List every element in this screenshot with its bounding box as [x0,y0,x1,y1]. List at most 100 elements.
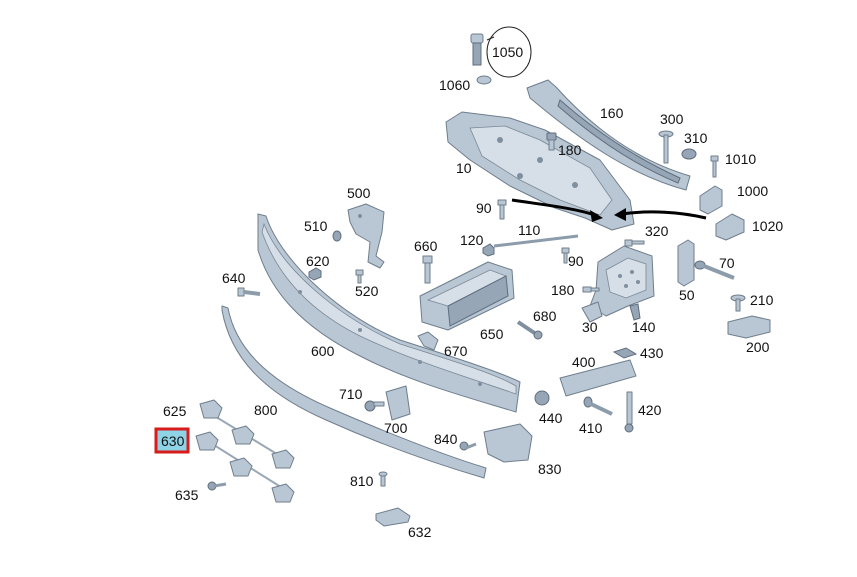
callout-510[interactable]: 510 [304,218,328,234]
part-830-bracket [483,423,533,463]
callout-630[interactable]: 630 [161,433,185,449]
part-500-bracket [347,203,385,269]
callout-140[interactable]: 140 [632,319,656,335]
part-810-screw [378,471,388,487]
callout-10[interactable]: 10 [456,160,472,176]
part-180-bolt [546,132,557,151]
callout-1060[interactable]: 1060 [439,77,470,93]
part-420-bolt [624,391,634,433]
part-840-bolt [459,441,477,451]
callout-710[interactable]: 710 [339,386,363,402]
callout-labels: 1050 1060 160 300 310 180 1010 10 1000 9… [161,44,783,540]
part-680-bolt [516,320,543,340]
callout-90-lower[interactable]: 90 [568,253,584,269]
part-510-washer [332,230,342,242]
part-1010-screw [710,155,719,178]
callout-180-lower[interactable]: 180 [551,282,575,298]
callout-1020[interactable]: 1020 [752,218,783,234]
callout-1000[interactable]: 1000 [737,183,768,199]
part-10-carrier [445,111,635,231]
callout-840[interactable]: 840 [434,431,458,447]
callout-200[interactable]: 200 [746,339,770,355]
part-620-nut [308,267,322,281]
part-625-harness [199,399,295,469]
part-320-screw [624,239,645,247]
part-200-bracket [727,315,771,339]
callout-650[interactable]: 650 [480,326,504,342]
callout-440[interactable]: 440 [539,410,563,426]
part-670-clip [417,331,439,351]
part-635-bolt [207,481,227,491]
part-410-bolt [583,396,613,416]
callout-410[interactable]: 410 [579,420,603,436]
callout-50[interactable]: 50 [679,287,695,303]
part-400-tube [559,359,637,397]
part-1000-clip [699,185,723,215]
callout-800[interactable]: 800 [254,402,278,418]
part-1060-bolt [470,33,492,85]
part-430-clip [612,347,638,359]
part-210-bolt [730,294,746,312]
callout-830[interactable]: 830 [538,461,562,477]
callout-1050-circle [486,26,532,78]
part-650-crashbox [419,261,515,331]
callout-810[interactable]: 810 [350,473,374,489]
callout-30[interactable]: 30 [582,319,598,335]
callout-500[interactable]: 500 [347,185,371,201]
callout-1010[interactable]: 1010 [725,151,756,167]
part-70-bolt [694,260,735,280]
part-300-bolt [658,130,674,164]
callout-640[interactable]: 640 [222,270,246,286]
callout-180[interactable]: 180 [558,142,582,158]
callout-210[interactable]: 210 [750,292,774,308]
callout-670[interactable]: 670 [444,343,468,359]
part-90-screw [497,199,507,220]
part-520-screw [355,269,364,284]
callout-310[interactable]: 310 [684,130,708,146]
callout-660[interactable]: 660 [414,238,438,254]
arrowhead-left [590,210,603,222]
callout-520[interactable]: 520 [355,283,379,299]
leader-line [486,36,495,41]
callout-1050[interactable]: 1050 [492,44,523,60]
part-660-bolt [422,255,433,284]
part-30-block [581,245,655,323]
part-180b-bolt [582,286,600,293]
part-310-nut [681,148,697,160]
callout-700[interactable]: 700 [384,420,408,436]
part-110-rod [493,234,579,248]
callout-160[interactable]: 160 [600,105,624,121]
part-800-strip [221,305,487,479]
part-120-nut [482,243,495,257]
part-140-clip [629,303,641,321]
callout-625[interactable]: 625 [163,403,187,419]
callout-680[interactable]: 680 [533,308,557,324]
arrow-right [621,210,707,220]
callout-430[interactable]: 430 [640,345,664,361]
callout-600[interactable]: 600 [311,343,335,359]
callout-110[interactable]: 110 [518,222,541,238]
part-700-plate [385,385,411,421]
callout-420[interactable]: 420 [638,402,662,418]
part-440-nut [534,390,550,406]
callout-632[interactable]: 632 [408,524,432,540]
callout-620[interactable]: 620 [306,253,330,269]
callout-70[interactable]: 70 [719,255,735,271]
arrowhead-right [614,208,626,221]
part-630-harness [195,431,295,503]
callout-300[interactable]: 300 [660,111,684,127]
callout-120[interactable]: 120 [460,232,484,248]
callout-320[interactable]: 320 [645,223,669,239]
part-710-bolt [364,400,385,412]
callout-400[interactable]: 400 [572,354,596,370]
callout-635[interactable]: 635 [175,487,199,503]
part-600-bumper-beam [257,213,521,413]
callout-630-highlight [154,427,190,454]
part-640-bolt [237,287,261,297]
part-1020-bracket [715,213,745,241]
callout-90-top[interactable]: 90 [476,200,492,216]
part-50-bracket [677,239,695,287]
part-90b-screw [561,247,570,264]
